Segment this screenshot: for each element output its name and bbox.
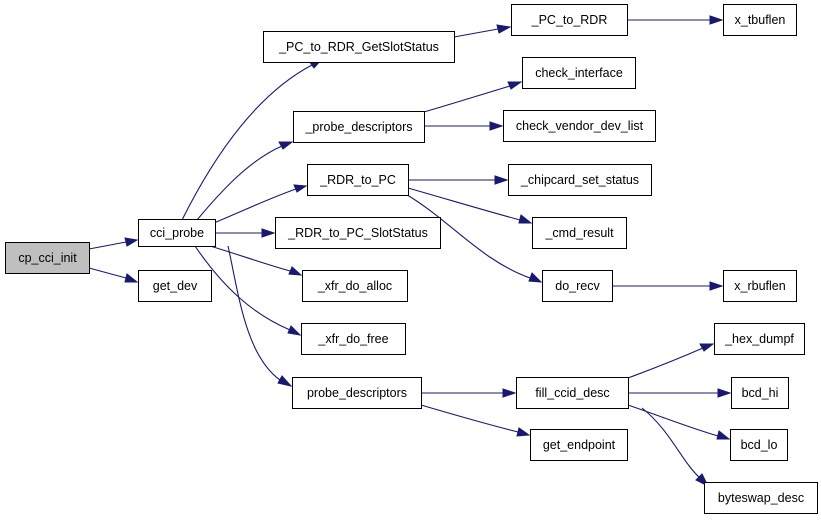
- edge-arrowhead: [507, 81, 523, 90]
- edge-rdr-to-pc-to-do-recv: [403, 192, 531, 279]
- edge-probe-descriptors-u-to-check-interface: [423, 85, 511, 113]
- node-check-interface[interactable]: check_interface: [522, 57, 636, 89]
- node-get-dev[interactable]: get_dev: [138, 270, 212, 302]
- node-hex-dumpf[interactable]: _hex_dumpf: [714, 323, 805, 355]
- edge-cci-probe-to-pc-to-rdr-getslotstatus: [181, 64, 313, 221]
- edge-cci-probe-to-xfr-do-free: [194, 245, 291, 331]
- edge-arrowhead: [717, 388, 732, 398]
- node-byteswap-desc[interactable]: byteswap_desc: [704, 482, 818, 514]
- edge-cp-cci-init-to-cci-probe: [88, 241, 127, 250]
- edge-arrowhead: [709, 281, 724, 291]
- edge-arrowhead: [124, 237, 139, 247]
- edge-arrowhead: [709, 15, 724, 25]
- node-bcd-hi[interactable]: bcd_hi: [731, 377, 789, 409]
- edge-arrowhead: [502, 388, 517, 398]
- edge-arrowhead: [699, 343, 715, 352]
- edge-fill-ccid-desc-to-byteswap-desc: [641, 407, 701, 479]
- node-xfr-do-free[interactable]: _xfr_do_free: [301, 323, 406, 355]
- node-x-tbuflen[interactable]: x_tbuflen: [723, 4, 797, 36]
- edge-arrowhead: [288, 266, 303, 276]
- edge-fill-ccid-desc-to-bcd-lo: [627, 404, 719, 437]
- edge-cci-probe-to-probe-descriptors-u: [196, 145, 283, 221]
- edge-arrowhead: [278, 141, 294, 150]
- node-get-endpoint[interactable]: get_endpoint: [530, 429, 628, 461]
- edge-arrowhead: [287, 325, 302, 336]
- edge-arrowhead: [518, 214, 533, 224]
- node-check-vendor-dev-list[interactable]: check_vendor_dev_list: [503, 110, 656, 142]
- edge-arrowhead: [496, 24, 512, 34]
- edge-cci-probe-to-xfr-do-alloc: [209, 245, 291, 272]
- node-probe-descriptors[interactable]: probe_descriptors: [292, 377, 422, 409]
- node-cci-probe[interactable]: cci_probe: [138, 219, 216, 247]
- node-rdr-to-pc[interactable]: _RDR_to_PC: [307, 164, 409, 196]
- node-bcd-lo[interactable]: bcd_lo: [730, 429, 788, 461]
- node-rdr-to-pc-slotstatus[interactable]: _RDR_to_PC_SlotStatus: [275, 217, 441, 249]
- node-probe-descriptors-u[interactable]: _probe_descriptors: [293, 111, 425, 143]
- edge-probe-descriptors-to-get-endpoint: [420, 404, 519, 433]
- edge-arrowhead: [528, 272, 543, 283]
- edge-arrowhead: [494, 175, 509, 185]
- edge-rdr-to-pc-to-cmd-result: [407, 187, 521, 221]
- node-pc-to-rdr-getslotstatus[interactable]: _PC_to_RDR_GetSlotStatus: [263, 31, 455, 63]
- edge-cci-probe-to-rdr-to-pc: [213, 188, 297, 224]
- edge-arrowhead: [277, 375, 293, 387]
- node-fill-ccid-desc[interactable]: fill_ccid_desc: [516, 377, 629, 409]
- edge-arrowhead: [124, 273, 139, 283]
- node-cmd-result[interactable]: _cmd_result: [532, 217, 627, 249]
- edge-arrowhead: [716, 430, 731, 440]
- edge-arrowhead: [261, 228, 276, 238]
- edge-arrowhead: [516, 427, 531, 437]
- node-pc-to-rdr[interactable]: _PC_to_RDR: [511, 4, 628, 36]
- edge-fill-ccid-desc-to-hex-dumpf: [627, 347, 704, 379]
- node-do-recv[interactable]: do_recv: [542, 270, 613, 302]
- edge-pc-to-rdr-getslotstatus-to-pc-to-rdr: [453, 28, 499, 38]
- edge-arrowhead: [293, 184, 308, 193]
- node-chipcard-set-status[interactable]: _chipcard_set_status: [508, 164, 652, 196]
- edge-arrowhead: [489, 121, 504, 131]
- edge-cci-probe-to-probe-descriptors: [227, 245, 281, 381]
- edge-cp-cci-init-to-get-dev: [88, 267, 127, 279]
- node-x-rbuflen[interactable]: x_rbuflen: [723, 270, 797, 302]
- node-xfr-do-alloc[interactable]: _xfr_do_alloc: [302, 270, 408, 302]
- node-cp-cci-init: cp_cci_init: [5, 242, 90, 274]
